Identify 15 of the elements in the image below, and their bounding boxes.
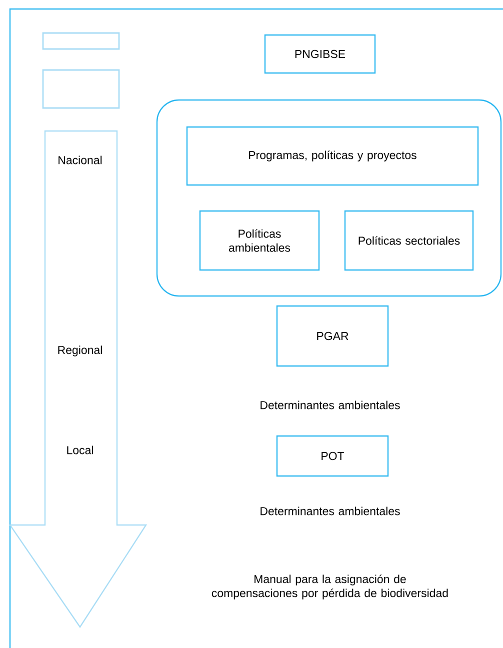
caption-text: Determinantes ambientales — [260, 400, 400, 410]
caption-text: Determinantes ambientales — [260, 506, 400, 516]
level-label: Regional — [58, 346, 102, 356]
level-label: Local — [67, 446, 93, 454]
text-box: Políticas ambientales — [199, 210, 320, 271]
rounded-panel — [156, 99, 502, 297]
empty-box — [42, 69, 120, 109]
text-box: Políticas sectoriales — [344, 210, 474, 271]
empty-box — [42, 32, 120, 50]
text-box: POT — [276, 435, 389, 477]
text-box: PNGIBSE — [264, 34, 376, 74]
level-label: Nacional — [58, 156, 102, 164]
text-box: PGAR — [276, 305, 389, 367]
caption-text: Manual para la asignación de compensaciones por pérdida de biodiversidad — [212, 574, 448, 600]
text-box: Programas, políticas y proyectos — [186, 126, 479, 186]
